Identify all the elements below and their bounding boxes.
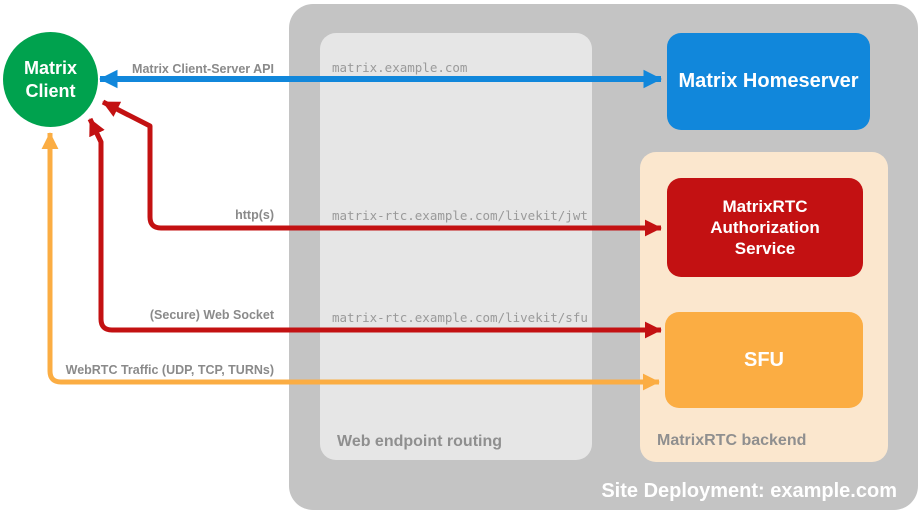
https-arrow-label: http(s) bbox=[235, 208, 274, 222]
webrtc-traffic-arrow-label: WebRTC Traffic (UDP, TCP, TURNs) bbox=[65, 363, 274, 377]
endpoint-url-livekit-jwt: matrix-rtc.example.com/livekit/jwt bbox=[332, 208, 588, 223]
endpoint-url-homeserver: matrix.example.com bbox=[332, 60, 468, 75]
matrix-client-label-line1: Matrix bbox=[23, 57, 77, 78]
matrix-client-node: Matrix Client bbox=[3, 32, 98, 127]
web-endpoint-routing-box: matrix.example.com matrix-rtc.example.co… bbox=[320, 33, 592, 460]
sfu-label: SFU bbox=[744, 348, 784, 371]
matrix-client-label-line2: Client bbox=[25, 80, 76, 101]
endpoint-url-livekit-sfu: matrix-rtc.example.com/livekit/sfu bbox=[332, 310, 588, 325]
matrix-homeserver-box: Matrix Homeserver bbox=[667, 33, 870, 130]
web-endpoint-routing-title: Web endpoint routing bbox=[337, 433, 503, 450]
sfu-box: SFU bbox=[665, 312, 863, 408]
matrixrtc-backend-title: MatrixRTC backend bbox=[657, 432, 807, 449]
matrix-homeserver-label: Matrix Homeserver bbox=[678, 70, 859, 92]
secure-web-socket-arrow-label: (Secure) Web Socket bbox=[149, 308, 274, 322]
client-server-api-arrow-label: Matrix Client-Server API bbox=[132, 62, 274, 76]
matrixrtc-backend-box: MatrixRTC Authorization Service SFU Matr… bbox=[640, 152, 888, 462]
matrixrtc-authorization-service-box: MatrixRTC Authorization Service bbox=[667, 178, 863, 277]
matrixrtc-authorization-service-label: MatrixRTC Authorization Service bbox=[710, 197, 820, 258]
site-deployment-title: Site Deployment: example.com bbox=[601, 480, 897, 502]
site-deployment-container: matrix.example.com matrix-rtc.example.co… bbox=[289, 4, 918, 510]
